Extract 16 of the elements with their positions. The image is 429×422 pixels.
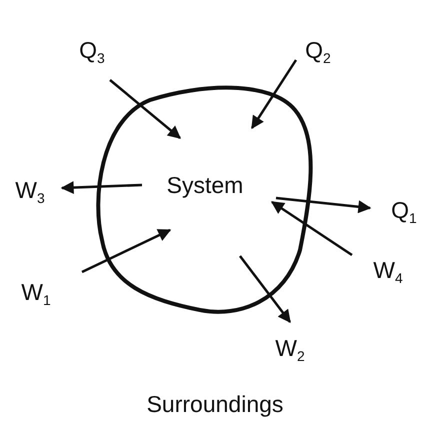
arrow	[276, 196, 372, 214]
arrow	[60, 181, 142, 194]
arrow	[270, 200, 353, 256]
arrow	[109, 79, 181, 139]
arrow	[81, 228, 172, 274]
system-label: System	[166, 172, 244, 198]
quantity-label: W$_{1}$	[21, 279, 51, 305]
quantity-label: Q$_{1}$	[391, 197, 417, 223]
quantity-label: W$_{4}$	[373, 257, 403, 283]
arrow	[250, 59, 298, 130]
quantity-label: Q$_{2}$	[305, 37, 331, 63]
quantity-label: Q$_{3}$	[79, 37, 105, 63]
quantity-label: W$_{2}$	[275, 335, 305, 361]
quantity-label: W$_{3}$	[15, 177, 45, 203]
arrow	[239, 255, 291, 324]
surroundings-label: Surroundings	[146, 391, 284, 417]
